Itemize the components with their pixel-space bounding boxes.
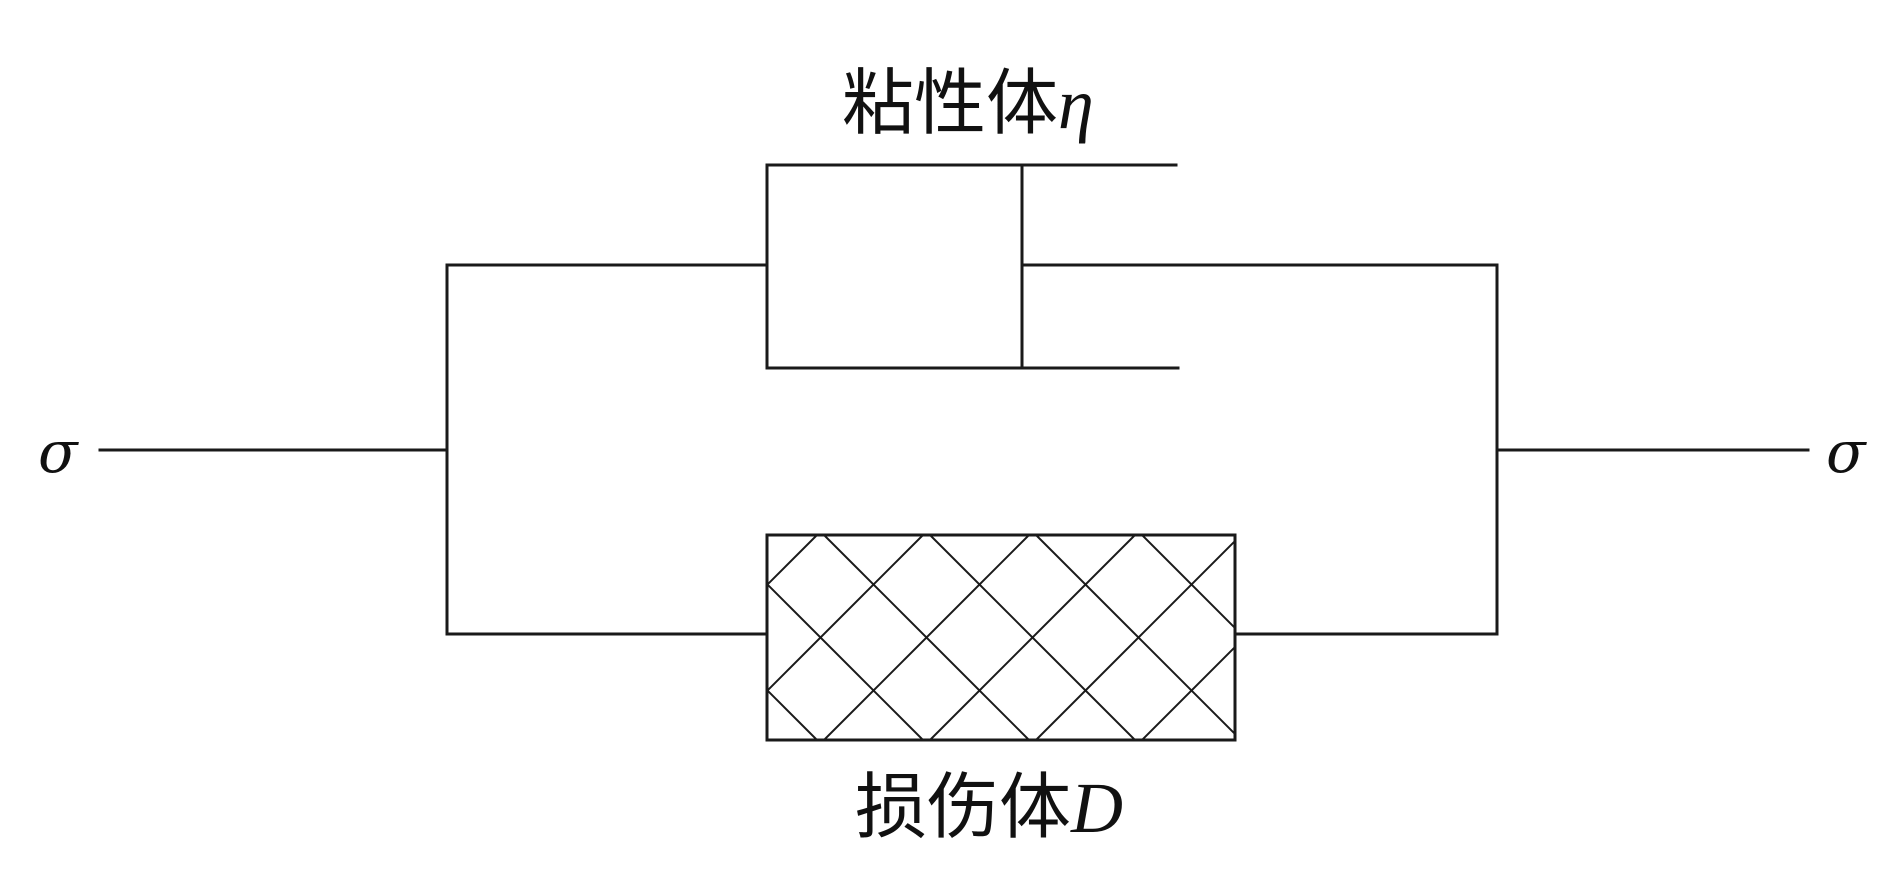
stress-symbol-left: σ: [38, 418, 79, 486]
viscous-body-label-text: 粘性体: [842, 61, 1058, 145]
damage-body-label-text: 损伤体: [855, 765, 1071, 849]
hatch-line-up-6: [1141, 645, 1235, 740]
hatch-line-up-4: [929, 535, 1136, 740]
damage-body-branch: [445, 533, 1559, 742]
stress-symbol-right: σ: [1826, 418, 1867, 486]
damage-body-label: 损伤体D: [855, 765, 1123, 849]
damage-body-block: [765, 533, 1237, 742]
hatch-line-down-1: [767, 688, 818, 740]
damage-body-symbol: D: [1070, 768, 1123, 848]
viscous-body-symbol: η: [1058, 64, 1094, 144]
viscous-body-branch: [445, 163, 1499, 370]
hatch-line-up-2: [767, 535, 924, 693]
hatch-line-up-5: [1035, 539, 1235, 740]
damage-body-hatching: [506, 535, 1559, 740]
hatch-line-down-7: [1248, 535, 1453, 740]
hatch-line-down-6: [1141, 535, 1235, 630]
hatch-line-down-0: [506, 535, 711, 740]
hatch-line-down-8: [1354, 535, 1559, 740]
hatch-line-up-7: [1248, 535, 1453, 740]
hatch-line-up-3: [823, 535, 1030, 740]
hatch-line-up-1: [767, 535, 818, 587]
hatch-line-up-8: [1354, 535, 1559, 740]
viscous-body-label: 粘性体η: [842, 61, 1094, 145]
hatch-line-up-0: [506, 535, 711, 740]
